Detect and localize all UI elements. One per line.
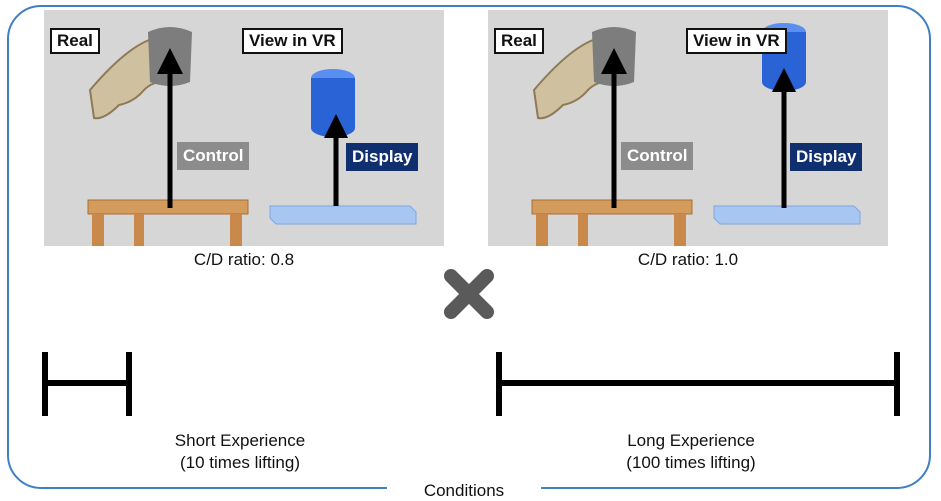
control-label: Control: [621, 142, 694, 170]
short-experience-bar: [42, 352, 132, 416]
table-leg: [134, 214, 144, 246]
short-experience-label: Short Experience (10 times lifting): [150, 430, 330, 474]
table-leg: [674, 214, 686, 246]
cd-ratio-left: C/D ratio: 0.8: [193, 250, 295, 269]
table-leg: [230, 214, 242, 246]
scene-left-illustration: [87, 27, 417, 246]
short-experience-detail: (10 times lifting): [180, 453, 300, 472]
display-arrow-head: [772, 68, 796, 92]
view-in-vr-label: View in VR: [242, 28, 343, 54]
control-arrow-head: [157, 48, 183, 74]
display-label: Display: [790, 143, 863, 171]
view-in-vr-label: View in VR: [686, 28, 787, 54]
display-arrow-head: [324, 114, 348, 138]
cd-ratio-right: C/D ratio: 1.0: [637, 250, 739, 269]
display-label: Display: [346, 143, 419, 171]
cross-icon: [444, 269, 494, 319]
long-experience-detail: (100 times lifting): [626, 453, 756, 472]
display-platform: [713, 205, 861, 225]
long-experience-label: Long Experience (100 times lifting): [596, 430, 786, 474]
long-experience-title: Long Experience: [627, 431, 755, 450]
display-platform: [269, 205, 417, 225]
control-arrow-head: [601, 48, 627, 74]
scene-right-illustration: [531, 23, 861, 246]
real-label: Real: [494, 28, 544, 54]
panel-cd-1.0: Real View in VR Control Display: [488, 10, 888, 246]
table-leg: [536, 214, 548, 246]
table-leg: [578, 214, 588, 246]
long-experience-bar: [496, 352, 900, 416]
table-leg: [92, 214, 104, 246]
real-label: Real: [50, 28, 100, 54]
control-label: Control: [177, 142, 250, 170]
frame-label-gap: [387, 478, 541, 498]
panel-cd-0.8: Real View in VR Control Display: [44, 10, 444, 246]
short-experience-title: Short Experience: [174, 431, 306, 450]
conditions-label: Conditions: [423, 481, 505, 500]
